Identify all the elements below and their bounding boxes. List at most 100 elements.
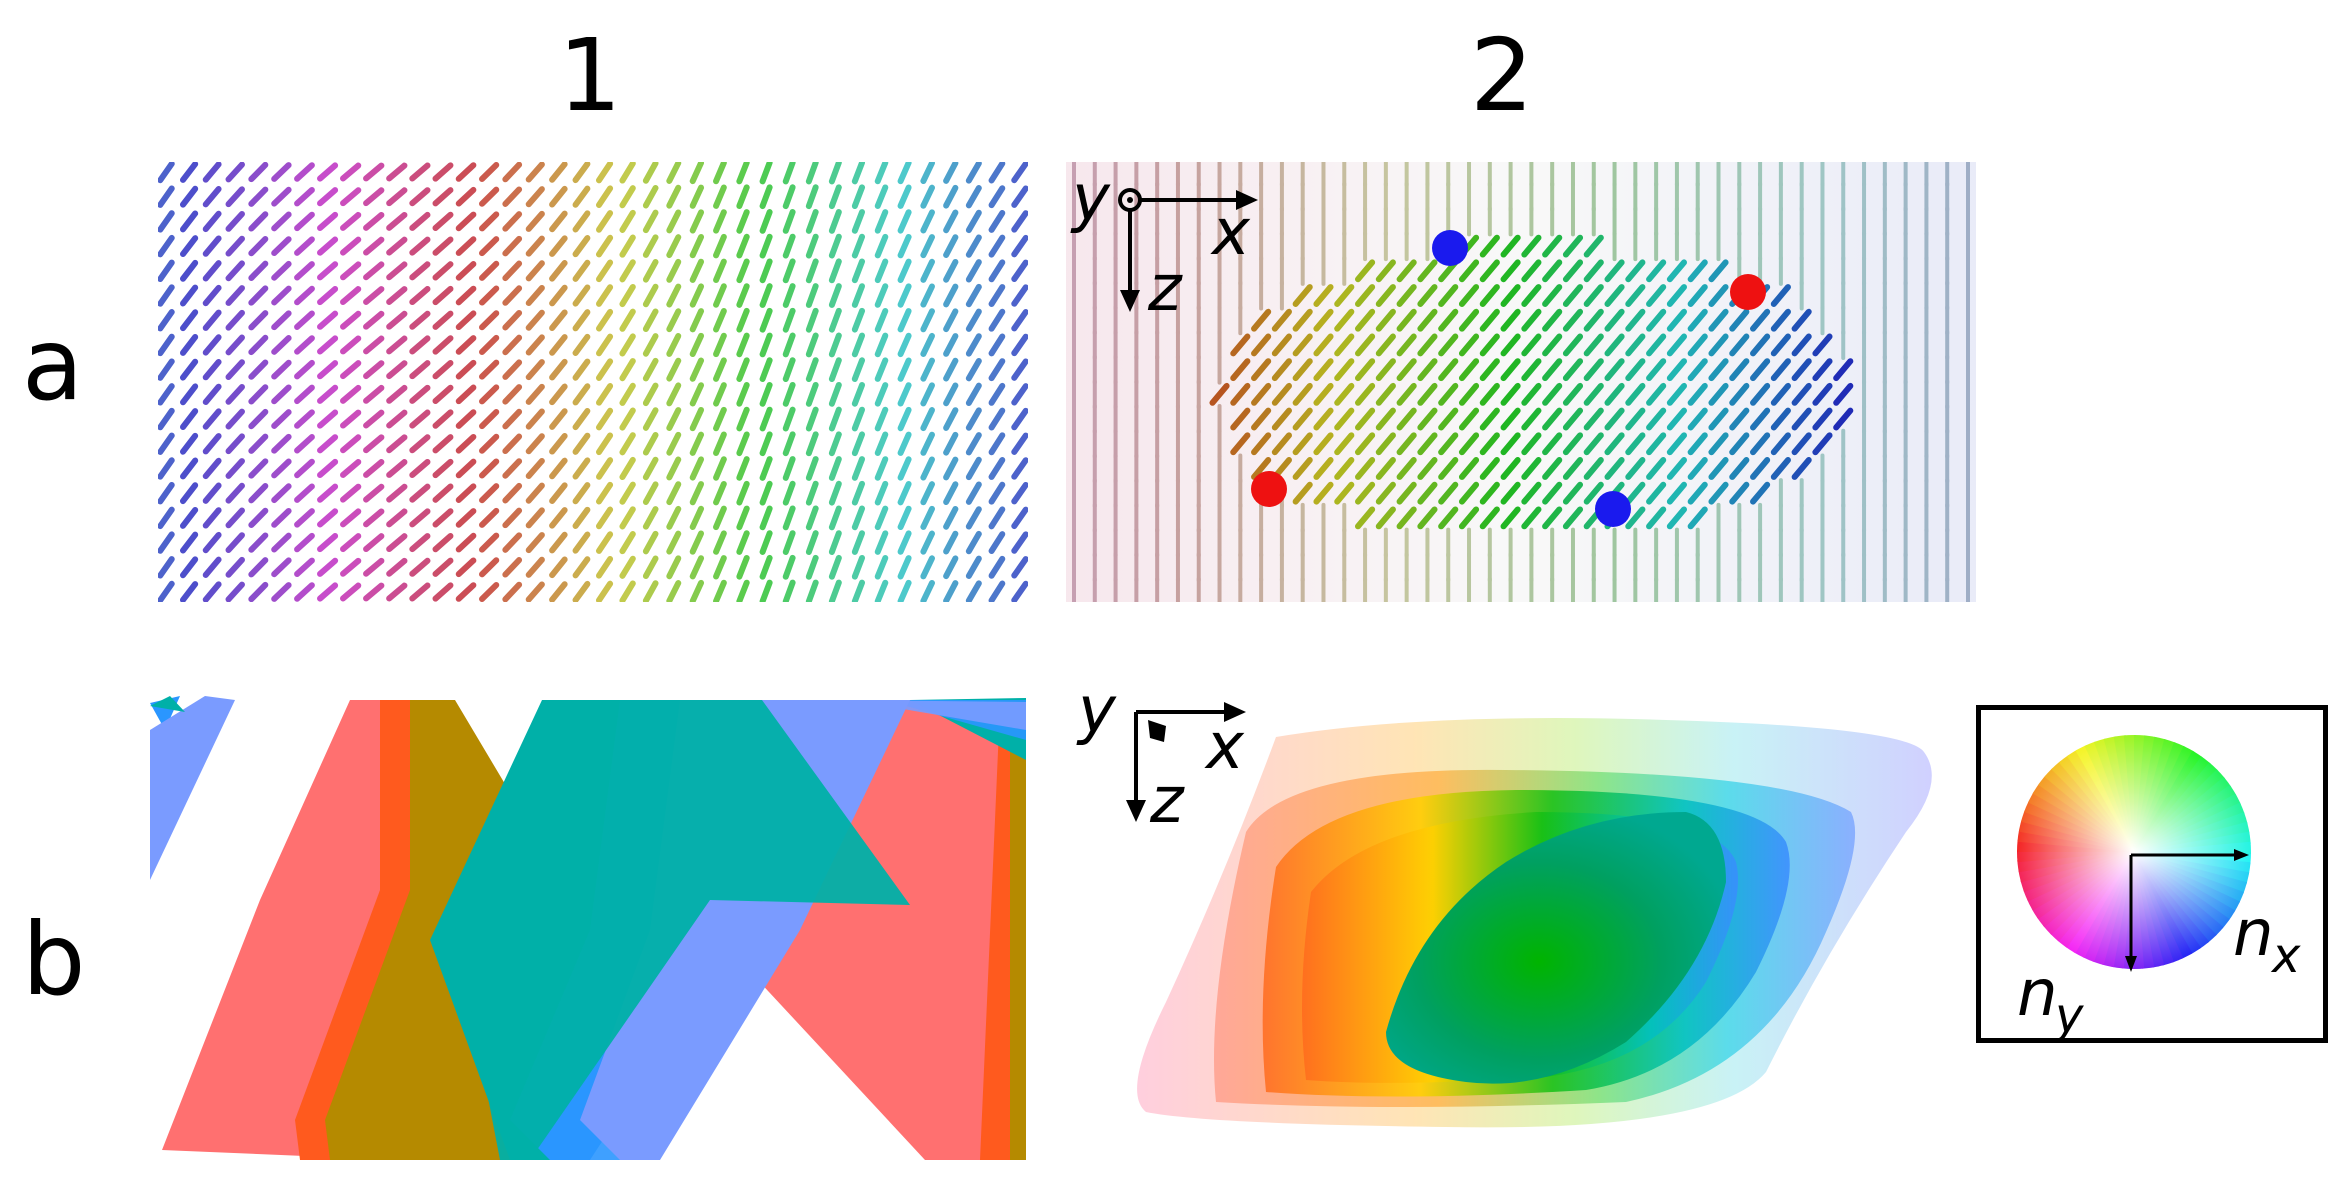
- director-rod: [294, 557, 315, 578]
- director-rod: [1354, 284, 1376, 307]
- director-rod: [572, 556, 591, 579]
- director-rod: [479, 260, 500, 281]
- director-rod: [897, 456, 912, 481]
- director-rod: [943, 555, 959, 580]
- director-rod: [1521, 506, 1542, 530]
- director-rod: [572, 284, 591, 307]
- director-rod: [363, 211, 385, 231]
- director-rod: [1666, 506, 1688, 530]
- director-rod: [920, 530, 935, 555]
- director-rod: [1479, 407, 1500, 431]
- director-rod: [782, 480, 796, 506]
- director-rod: [549, 334, 568, 356]
- director-rod: [642, 234, 659, 258]
- director-rod: [271, 458, 292, 479]
- axis-label-y-2b: y: [1076, 674, 1117, 748]
- director-rod: [1562, 358, 1584, 382]
- director-rod: [386, 533, 408, 553]
- director-rod: [572, 333, 591, 357]
- director-rod: [525, 235, 545, 257]
- director-rod: [1687, 382, 1708, 406]
- director-rod: [432, 187, 454, 207]
- director-rod: [340, 384, 362, 404]
- director-rod: [409, 211, 431, 231]
- director-rod: [851, 431, 866, 457]
- director-rod: [642, 530, 659, 555]
- director-rod: [642, 333, 659, 357]
- director-rod: [549, 162, 568, 183]
- director-rod: [1251, 382, 1272, 406]
- director-rod: [340, 582, 362, 602]
- director-rod: [1334, 333, 1355, 357]
- director-rod: [525, 210, 545, 232]
- director-rod: [805, 332, 819, 358]
- director-rod: [1011, 358, 1028, 381]
- director-rod: [549, 235, 568, 257]
- director-field-1a-svg: [158, 162, 1028, 602]
- director-rod: [689, 382, 705, 407]
- director-rod: [248, 334, 269, 356]
- director-rod: [1770, 407, 1791, 431]
- director-rod: [455, 532, 477, 553]
- director-rod: [965, 333, 982, 357]
- director-rod: [363, 335, 385, 355]
- director-rod: [782, 184, 796, 210]
- director-rod: [248, 235, 269, 257]
- director-rod: [1292, 481, 1313, 505]
- director-rod: [1625, 382, 1646, 406]
- director-rod: [409, 360, 431, 380]
- director-rod: [988, 308, 1006, 332]
- director-rod: [943, 580, 959, 602]
- director-rod: [782, 431, 796, 457]
- director-rod: [1666, 432, 1688, 456]
- director-rod: [851, 456, 866, 481]
- director-rod: [736, 554, 750, 580]
- director-rod: [317, 335, 339, 355]
- director-rod: [1375, 333, 1396, 357]
- director-rod: [1791, 457, 1812, 480]
- director-rod: [828, 258, 842, 284]
- director-rod: [271, 433, 292, 454]
- director-rod: [248, 433, 269, 454]
- director-rod: [1458, 308, 1480, 332]
- director-rod: [202, 507, 222, 529]
- director-rod: [479, 458, 500, 479]
- director-rod: [572, 407, 591, 431]
- axis-label-y: y: [1070, 162, 1111, 236]
- director-rod: [1583, 457, 1604, 480]
- color-wheel-legend: n x n y: [1976, 705, 2328, 1043]
- director-rod: [988, 234, 1006, 258]
- legend-nx-sub: x: [2270, 928, 2301, 984]
- director-rod: [1458, 432, 1480, 456]
- director-rod: [1396, 407, 1417, 431]
- director-rod: [317, 187, 339, 207]
- director-rod: [1375, 308, 1396, 332]
- director-rod: [1625, 333, 1646, 357]
- director-rod: [666, 308, 682, 333]
- director-rod: [1521, 407, 1542, 431]
- director-rod: [432, 458, 454, 479]
- director-rod: [988, 333, 1006, 357]
- director-rod: [502, 458, 523, 479]
- director-rod: [1646, 457, 1667, 480]
- director-rod: [502, 557, 523, 578]
- director-rod: [642, 184, 659, 209]
- director-rod: [782, 307, 796, 333]
- director-rod: [897, 406, 912, 432]
- director-rod: [595, 358, 614, 381]
- director-rod: [202, 581, 222, 602]
- director-rod: [1011, 481, 1028, 505]
- director-rod: [759, 579, 773, 602]
- director-rod: [782, 530, 796, 555]
- director-rod: [1375, 407, 1396, 431]
- director-rod: [525, 285, 545, 307]
- director-rod: [759, 554, 773, 580]
- director-rod: [943, 209, 959, 234]
- director-rod: [1354, 358, 1376, 382]
- director-rod: [642, 555, 659, 580]
- director-rod: [1313, 457, 1334, 480]
- director-rod: [317, 582, 339, 602]
- director-rod: [642, 357, 659, 382]
- legend-nx-label: n: [2233, 897, 2274, 971]
- director-rod: [988, 358, 1006, 382]
